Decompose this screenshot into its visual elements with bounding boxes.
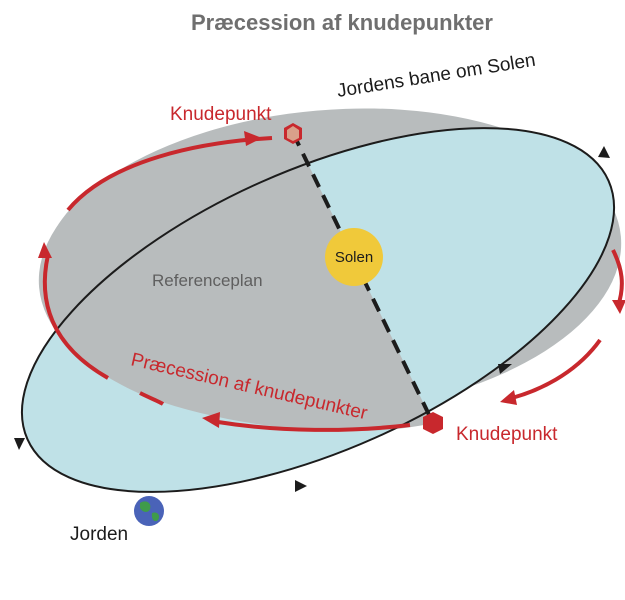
- precession-arrowhead: [244, 131, 262, 146]
- earth-label: Jorden: [70, 524, 128, 545]
- earth: [134, 496, 164, 526]
- node-label-top: Knudepunkt: [170, 104, 272, 125]
- precession-arrowhead: [612, 300, 625, 314]
- orbit-label: Jordens bane om Solen: [335, 50, 537, 102]
- earth-orbit-line: [20, 127, 616, 493]
- precession-arrowheads: [38, 131, 625, 428]
- sun-label: Solen: [335, 249, 373, 266]
- precession-arc-bottom-left: [139, 391, 165, 406]
- reference-plane: [43, 133, 434, 432]
- orbit-arrow: [498, 364, 512, 374]
- orbit-arrow: [295, 480, 307, 492]
- orbit-arrow: [14, 438, 25, 450]
- precession-arc-top: [66, 136, 273, 212]
- node-label-bottom: Knudepunkt: [456, 424, 558, 445]
- descending-node: [423, 412, 443, 434]
- ascending-node: [284, 123, 302, 144]
- precession-arc-right-bottom: [511, 338, 602, 400]
- precession-arrows: [42, 136, 624, 432]
- sun: [325, 228, 383, 286]
- diagram-title: Præcession af knudepunkter: [191, 10, 493, 35]
- precession-arc-left: [42, 254, 109, 380]
- reference-plane-label: Referenceplan: [152, 271, 263, 290]
- orbit-arrow: [598, 146, 610, 158]
- precession-arc-bottom: [217, 420, 411, 432]
- orbit-direction-arrows: [14, 146, 610, 492]
- precession-arrowhead: [202, 412, 220, 428]
- precession-arrowhead: [500, 390, 517, 405]
- precession-arrowhead: [38, 242, 52, 258]
